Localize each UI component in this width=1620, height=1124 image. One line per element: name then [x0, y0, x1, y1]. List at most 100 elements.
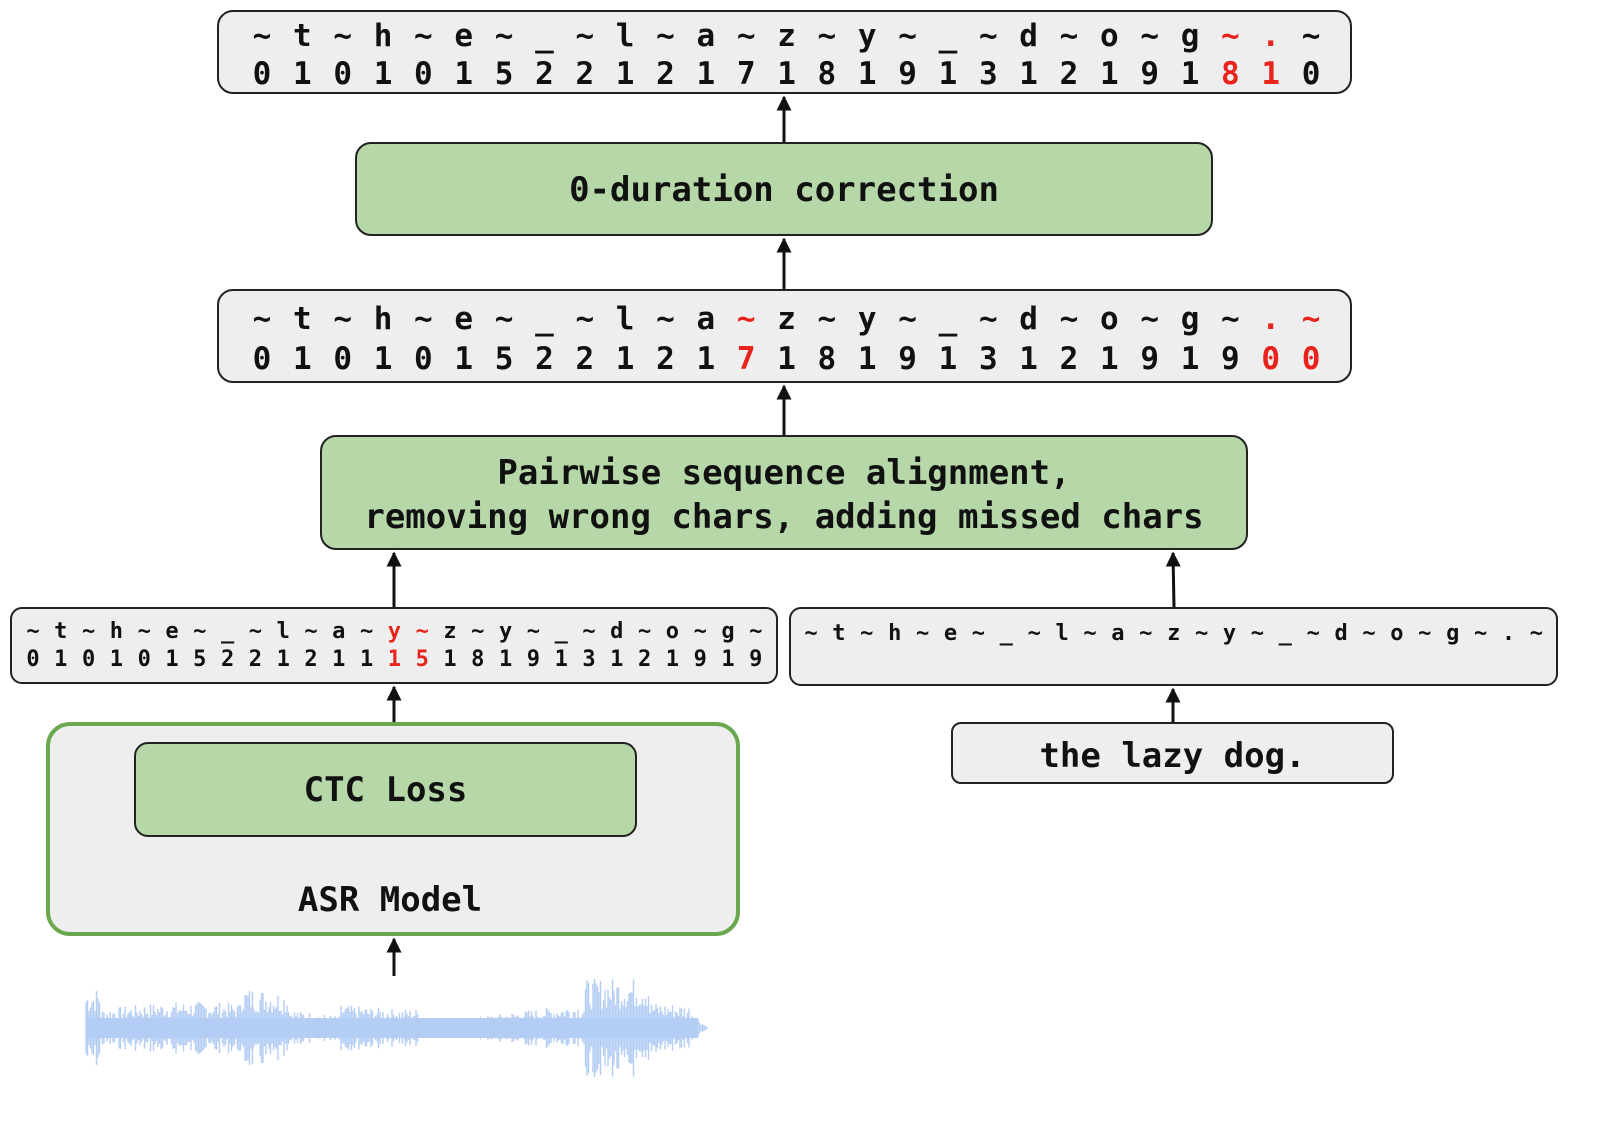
duration-token: 5	[494, 56, 514, 92]
ctc-loss-box: CTC Loss	[134, 742, 637, 837]
duration-token: 1	[554, 647, 568, 672]
char-token: g	[721, 619, 735, 644]
char-token: ~	[333, 18, 353, 54]
duration-token: 2	[1059, 341, 1079, 377]
char-token: ~	[304, 619, 318, 644]
duration-token: 0	[333, 341, 353, 377]
char-token: ~	[971, 621, 986, 646]
duration-token: 9	[1221, 341, 1240, 377]
duration-token: 9	[749, 647, 763, 672]
duration-token: 1	[1180, 56, 1200, 92]
char-token: h	[373, 301, 393, 337]
char-token: g	[1180, 18, 1200, 54]
duration-token: 9	[898, 341, 917, 377]
char-token: ~	[575, 18, 595, 54]
duration-token: 1	[857, 341, 877, 377]
duration-token: 1	[1261, 56, 1281, 92]
char-token: ~	[494, 301, 514, 337]
duration-token: 1	[665, 647, 680, 672]
duration-token: 0	[252, 341, 272, 377]
char-token: ~	[693, 619, 707, 644]
char-token: ~	[1250, 621, 1265, 646]
char-token: _	[554, 619, 568, 644]
char-token: ~	[252, 18, 272, 54]
char-token: ~	[333, 301, 353, 337]
duration-token: 1	[454, 56, 474, 92]
zero-duration-correction-box: 0-duration correction	[355, 142, 1213, 236]
duration-token: 1	[1019, 341, 1038, 377]
char-token: a	[696, 301, 716, 337]
duration-token: 2	[637, 647, 652, 672]
duration-token: 9	[898, 56, 917, 92]
char-token: _	[1278, 621, 1292, 646]
char-token: h	[373, 18, 393, 54]
duration-token: 8	[817, 341, 837, 377]
duration-token: 2	[656, 56, 675, 92]
duration-token: 0	[137, 647, 151, 672]
duration-token: 8	[817, 56, 837, 92]
duration-token: 2	[575, 56, 595, 92]
char-token: _	[938, 301, 958, 337]
duration-token: 9	[1140, 56, 1160, 92]
char-token: ~	[359, 619, 374, 644]
char-token: ~	[193, 619, 207, 644]
duration-token: 1	[359, 647, 374, 672]
duration-token: 9	[693, 647, 707, 672]
char-token: d	[1019, 301, 1038, 337]
char-token: _	[535, 18, 554, 54]
char-token: d	[1019, 18, 1038, 54]
char-token: ~	[1059, 18, 1079, 54]
duration-token: 2	[656, 341, 675, 377]
duration-token: 0	[414, 341, 433, 377]
char-token: ~	[414, 18, 433, 54]
char-token: ~	[471, 619, 485, 644]
char-token: ~	[1140, 18, 1160, 54]
char-token: ~	[898, 301, 917, 337]
char-token: ~	[978, 301, 998, 337]
duration-token: 1	[696, 56, 716, 92]
char-token: l	[615, 301, 635, 337]
duration-token: 1	[387, 647, 402, 672]
char-token: y	[857, 301, 877, 337]
char-token: ~	[137, 619, 151, 644]
duration-token: 1	[615, 341, 635, 377]
duration-token: 1	[293, 56, 312, 92]
char-token: ~	[915, 621, 930, 646]
char-token: _	[535, 301, 554, 337]
duration-token: 0	[1301, 56, 1321, 92]
duration-token: 1	[857, 56, 877, 92]
duration-token: 1	[332, 647, 346, 672]
duration-token: 2	[304, 647, 318, 672]
duration-token: 1	[443, 647, 457, 672]
char-token: a	[332, 619, 346, 644]
char-token: o	[1100, 301, 1119, 337]
duration-token: 2	[1059, 56, 1079, 92]
char-token: ~	[656, 301, 675, 337]
text-token-sequence: ~t~h~e~_~l~a~z~y~_~d~o~g~.~	[791, 621, 1556, 647]
char-token: ~	[637, 619, 652, 644]
char-token: z	[777, 18, 796, 54]
char-token: l	[1055, 621, 1069, 646]
char-token: z	[1167, 621, 1181, 646]
char-token: h	[888, 621, 902, 646]
duration-token: 1	[373, 56, 393, 92]
duration-token: 8	[471, 647, 485, 672]
duration-token: 0	[333, 56, 353, 92]
duration-token: 1	[373, 341, 393, 377]
audio-waveform-icon	[85, 978, 708, 1078]
duration-token: 1	[54, 647, 68, 672]
duration-token: 0	[414, 56, 433, 92]
char-token: z	[777, 301, 796, 337]
char-token: _	[938, 18, 958, 54]
char-token: ~	[1194, 621, 1209, 646]
asr-model-label: ASR Model	[297, 880, 483, 920]
char-token: ~	[1083, 621, 1097, 646]
char-token: ~	[414, 301, 433, 337]
char-token: ~	[656, 18, 675, 54]
char-token: g	[1180, 301, 1200, 337]
zero-duration-correction-label: 0-duration correction	[569, 170, 999, 210]
